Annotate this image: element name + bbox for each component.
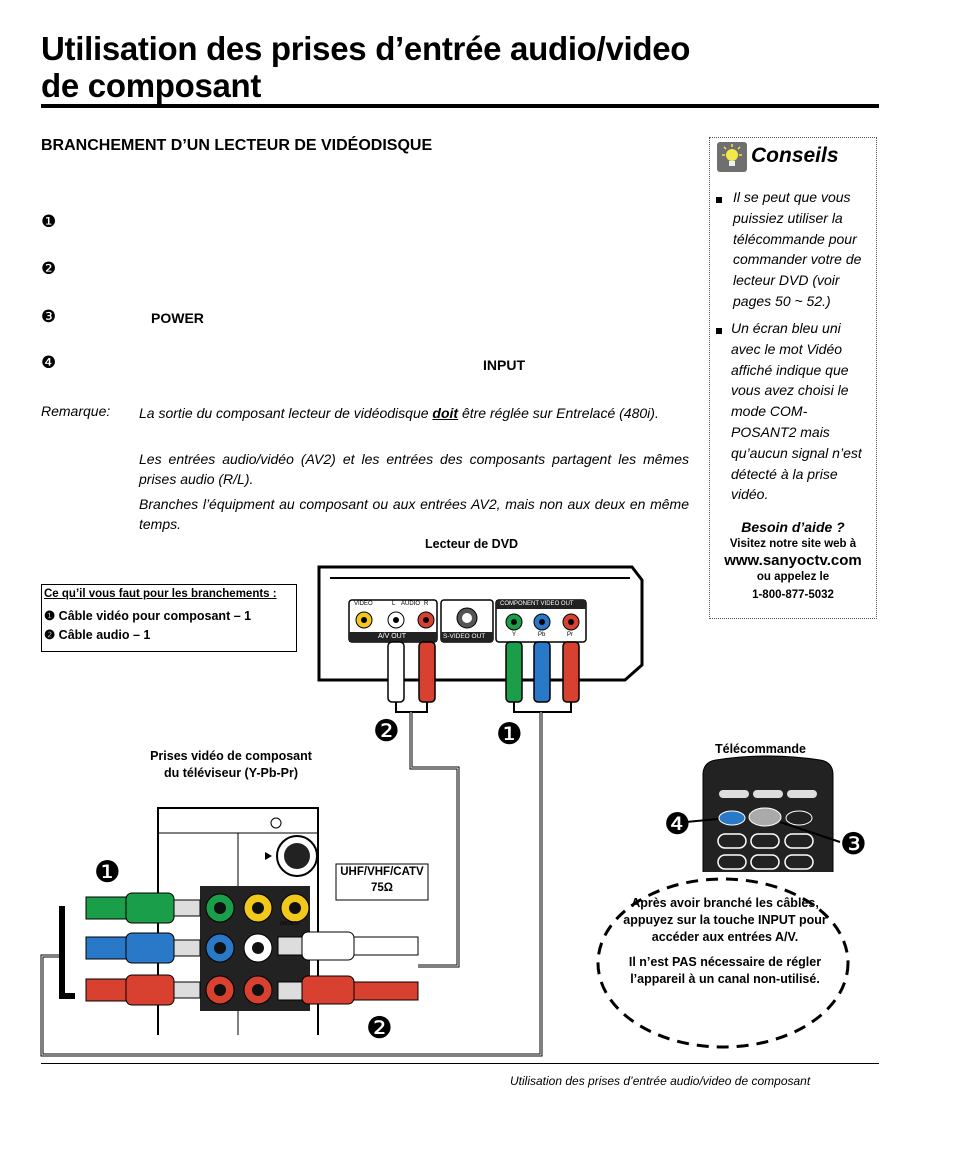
tips-box <box>709 137 877 619</box>
remark-p1-text-end: être réglée sur Entrelacé (480i). <box>458 405 659 421</box>
lightbulb-icon <box>717 142 747 172</box>
help-line-1: Visitez notre site web à <box>729 538 857 550</box>
help-phone: 1-800-877-5032 <box>752 589 834 601</box>
footer-rule <box>41 1063 879 1064</box>
marker-4-remote: ❹ <box>664 807 691 842</box>
callout-paragraph-1: Après avoir branché les câbles, appuyez … <box>623 896 827 944</box>
remark-p1-text: La sortie du composant lecteur de vidéod… <box>139 405 433 421</box>
dvd-component-label: COMPONENT VIDEO OUT <box>500 601 574 607</box>
antenna-box <box>335 863 429 901</box>
tv-mono-label: (MONO) <box>280 921 299 927</box>
tip-1-bullet <box>716 197 722 203</box>
antenna-label-2: 75Ω <box>370 882 393 894</box>
remote-label: Télécommande <box>715 742 807 756</box>
dvd-player <box>317 565 644 682</box>
dvd-av-out-label: A/V OUT <box>378 633 407 640</box>
remote-control <box>685 755 841 872</box>
step-4-keyword: INPUT <box>483 357 525 373</box>
cables <box>40 702 572 1057</box>
remark-paragraph-3: Branches l’équipment au composant ou aux… <box>139 496 689 532</box>
remark-p1-emphasis: doit <box>432 405 459 421</box>
requirements-box <box>41 584 297 652</box>
title-line-1: Utilisation des prises d’entrée audio/vi… <box>41 30 691 67</box>
section-heading: BRANCHEMENT D’UN LECTEUR DE VIDÉODISQUE <box>41 137 433 154</box>
help-line-2: ou appelez le <box>756 571 830 583</box>
dvd-r-label: R <box>424 601 429 607</box>
dvd-label: Lecteur de DVD <box>425 537 519 551</box>
marker-2-tv: ❷ <box>366 1011 393 1046</box>
antenna-label-1: UHF/VHF/CATV <box>340 866 424 878</box>
tv-audio-plugs <box>277 931 419 1005</box>
footer-text: Utilisation des prises d’entrée audio/vi… <box>510 1074 811 1088</box>
remark-paragraph-1: La sortie du composant lecteur de vidéod… <box>139 403 689 423</box>
tv-label-line-2: du téléviseur (Y-Pb-Pr) <box>163 766 299 780</box>
dvd-video-label: VIDEO <box>354 601 373 607</box>
dvd-y-label: Y <box>512 632 517 638</box>
step-4-marker: ❹ <box>41 353 57 373</box>
dvd-pr-label: Pr <box>567 632 573 638</box>
tv-component-plugs <box>85 892 201 1006</box>
remark-label: Remarque: <box>41 403 111 419</box>
callout-ellipse <box>596 877 850 1049</box>
dvd-l-label: L <box>392 601 396 607</box>
step-1-marker: ❶ <box>41 212 57 232</box>
marker-2-dvd: ❷ <box>373 714 400 749</box>
step-2-marker: ❷ <box>41 259 57 279</box>
title-rule <box>41 104 879 108</box>
help-website-link[interactable]: www.sanyoctv.com <box>724 552 862 569</box>
requirements-title: Ce qu’il vous faut pour les branchements… <box>44 588 277 600</box>
requirements-item-2: ❷ Câble audio – 1 <box>44 628 151 642</box>
tip-2-text: Un écran bleu uni avec le mot Vidéo affi… <box>731 320 862 503</box>
dvd-pb-label: Pb <box>538 632 546 638</box>
tv-label-line-1: Prises vidéo de composant <box>150 749 312 763</box>
remark-paragraph-2: Les entrées audio/vidéo (AV2) et les ent… <box>139 451 689 487</box>
tip-2-bullet <box>716 328 722 334</box>
marker-1-tv: ❶ <box>94 855 121 890</box>
marker-3-remote: ❸ <box>840 827 867 862</box>
dvd-plugs <box>387 641 580 703</box>
dvd-audio-label: AUDIO <box>401 601 421 607</box>
help-title: Besoin d’aide ? <box>741 519 845 535</box>
page-title: Utilisation des prises d’entrée audio/vi… <box>41 30 861 104</box>
dvd-svideo-label: S-VIDEO OUT <box>443 633 486 640</box>
step-3-keyword: POWER <box>151 310 204 326</box>
tip-1-text: Il se peut que vous puissiez utiliser la… <box>733 189 862 309</box>
tips-title: Conseils <box>751 144 839 167</box>
step-3-marker: ❸ <box>41 307 57 327</box>
title-line-2: de composant <box>41 67 262 104</box>
marker-1-dvd: ❶ <box>496 717 523 752</box>
requirements-item-1: ❶ Câble vidéo pour composant – 1 <box>44 609 252 623</box>
callout-paragraph-2: Il n’est PAS nécessaire de régler l’appa… <box>628 955 822 986</box>
callout-text: Après avoir branché les câbles, appuyez … <box>612 895 838 996</box>
